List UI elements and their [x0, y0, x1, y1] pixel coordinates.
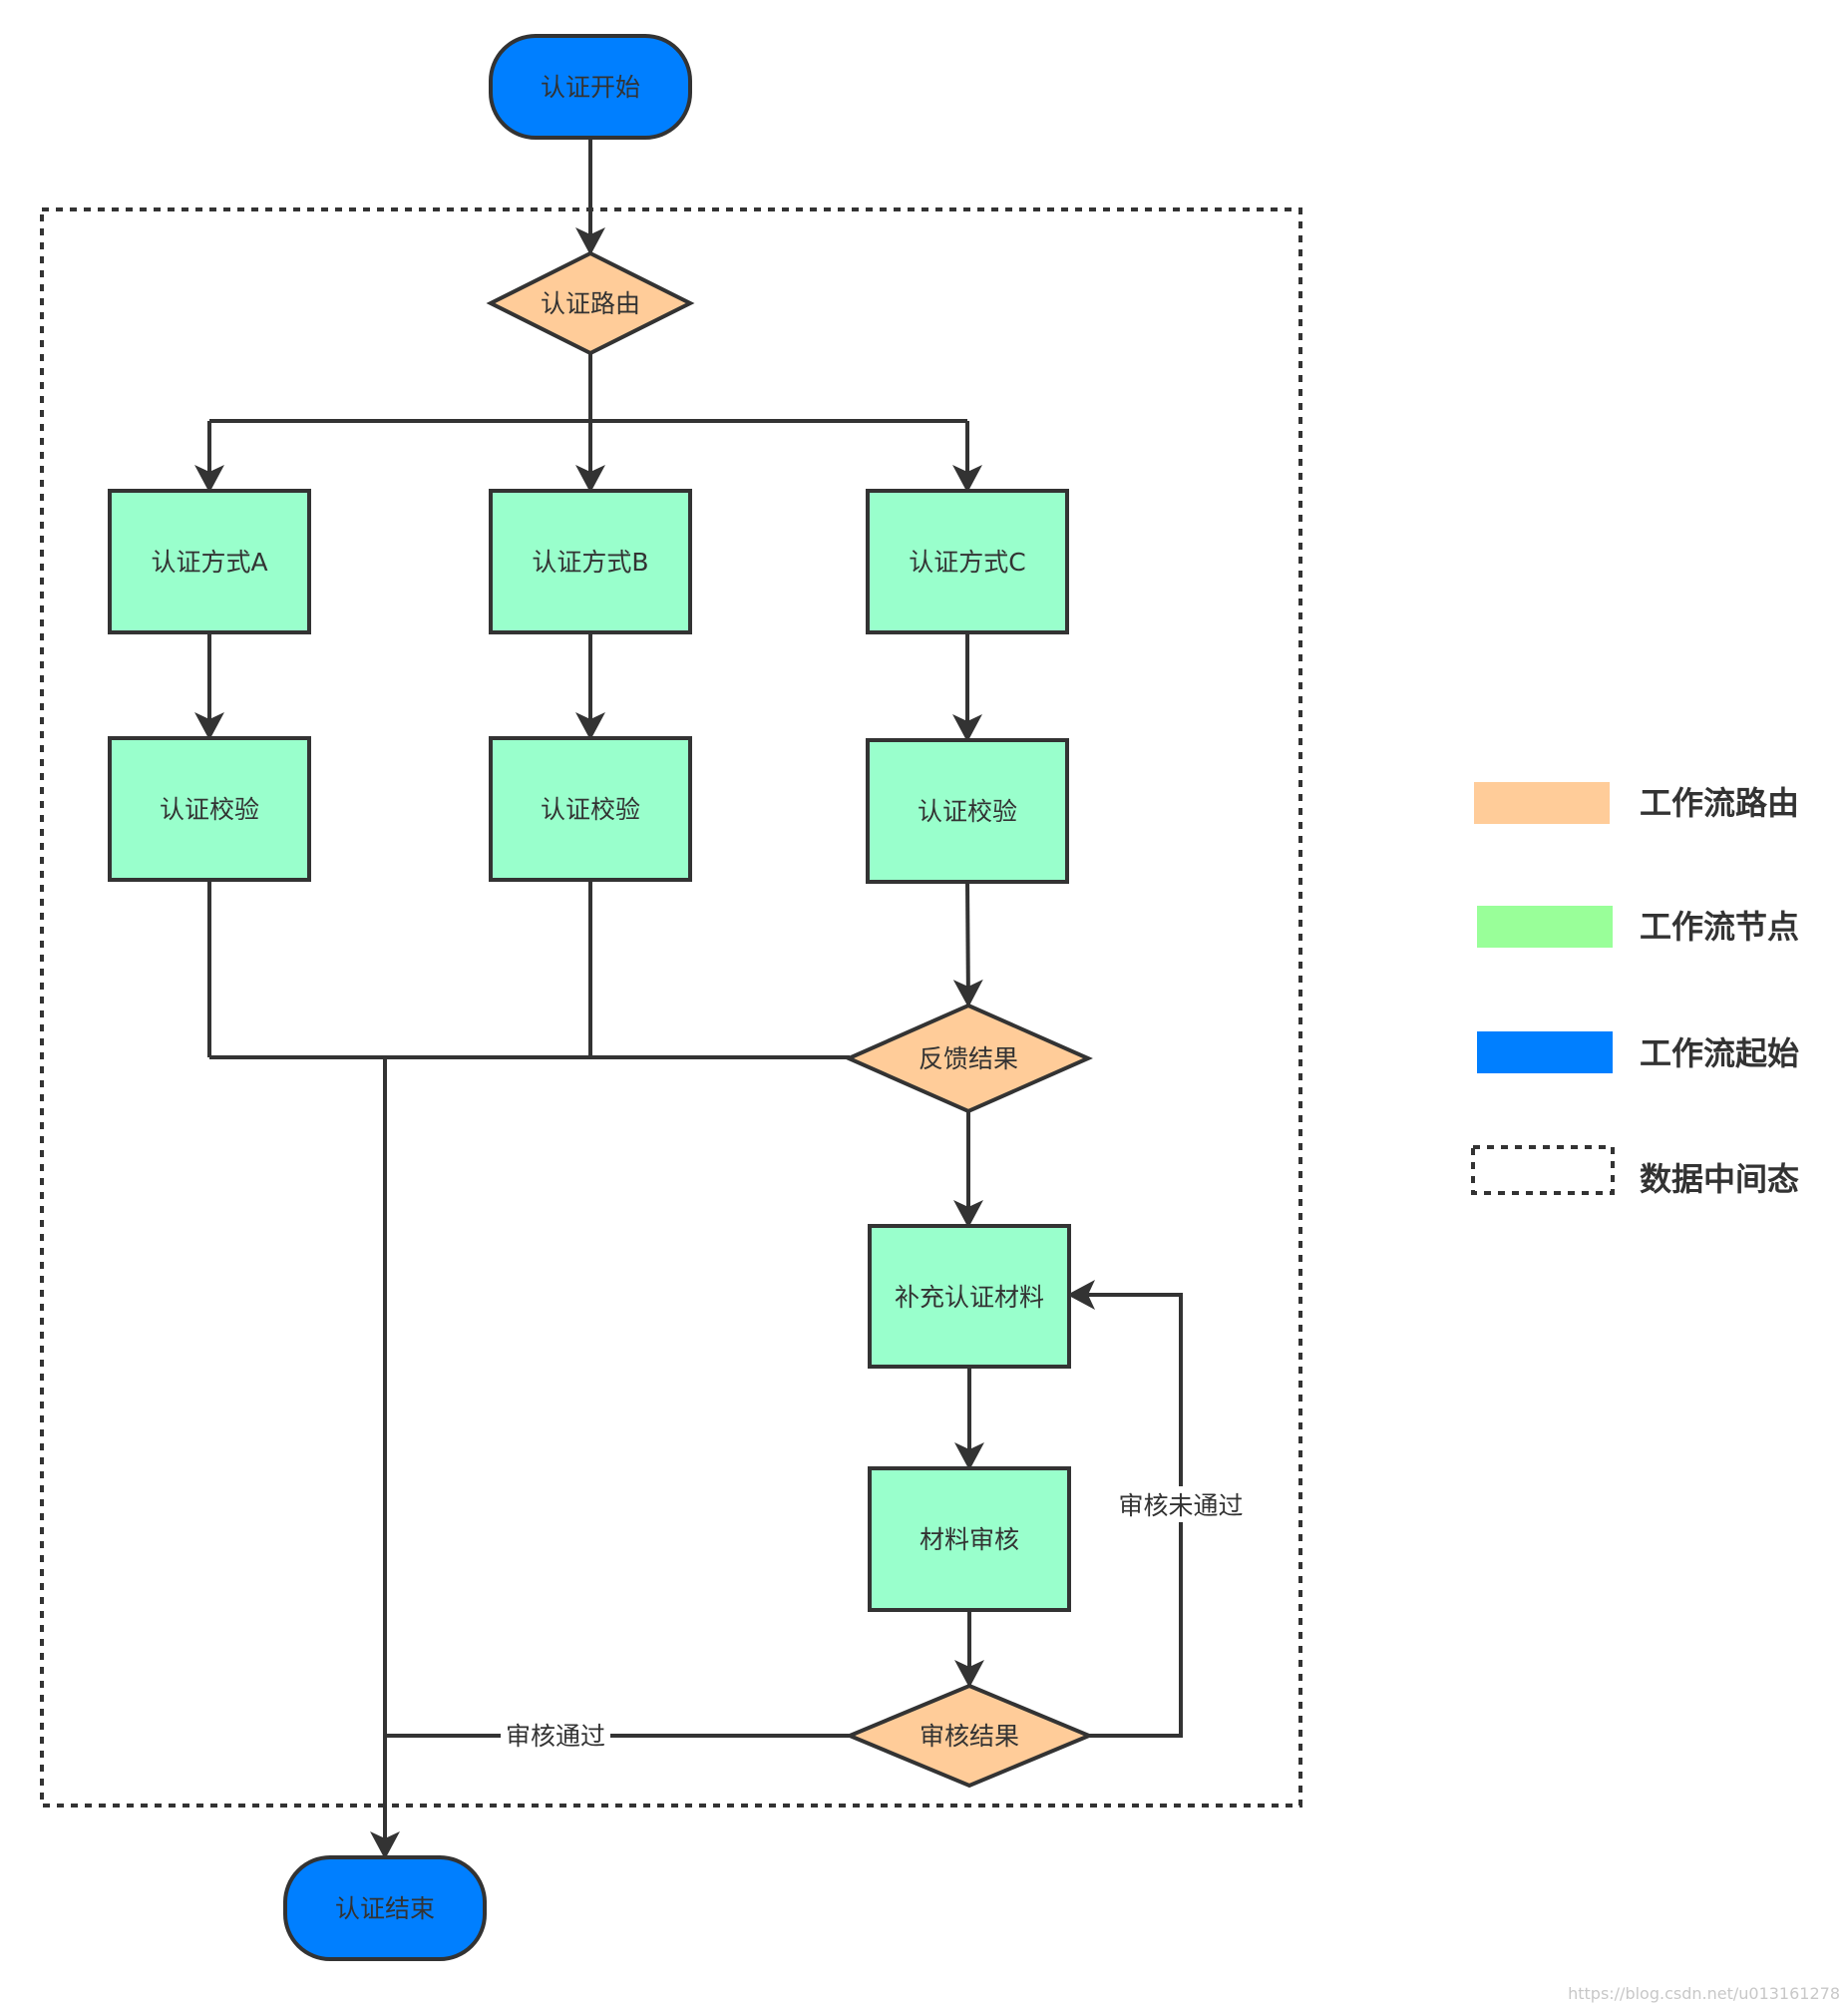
edge-verify-c-feedback — [952, 881, 983, 1007]
svg-text:材料审核: 材料审核 — [920, 1525, 1019, 1554]
svg-text:审核结果: 审核结果 — [920, 1722, 1019, 1751]
svg-text:认证方式C: 认证方式C — [909, 548, 1025, 577]
watermark: https://blog.csdn.net/u013161278 — [1568, 1984, 1840, 2003]
svg-text:认证校验: 认证校验 — [541, 795, 640, 824]
legend-label-node: 工作流节点 — [1640, 908, 1799, 946]
route-decision: 认证路由 — [486, 250, 695, 356]
verify-b-node: 认证校验 — [489, 736, 692, 882]
svg-text:反馈结果: 反馈结果 — [919, 1044, 1018, 1073]
review-node: 材料审核 — [868, 1466, 1071, 1612]
svg-text:认证校验: 认证校验 — [160, 795, 259, 824]
verify-a-node: 认证校验 — [108, 736, 311, 882]
svg-text:认证开始: 认证开始 — [541, 73, 640, 102]
legend-swatch-routing — [1474, 782, 1610, 824]
approved-label-bg — [501, 1718, 610, 1754]
rejected-label-bg — [1111, 1486, 1251, 1522]
svg-text:认证校验: 认证校验 — [918, 797, 1017, 826]
legend-swatch-node — [1477, 906, 1613, 948]
method-c-node: 认证方式C — [866, 489, 1069, 634]
svg-text:补充认证材料: 补充认证材料 — [895, 1283, 1044, 1312]
svg-text:认证结束: 认证结束 — [335, 1894, 435, 1923]
review-result-decision: 审核结果 — [844, 1683, 1095, 1789]
verify-c-node: 认证校验 — [866, 738, 1069, 884]
method-b-node: 认证方式B — [489, 489, 692, 634]
data-state-container — [40, 207, 1302, 1807]
legend-label-data-state: 数据中间态 — [1640, 1160, 1799, 1198]
legend-swatch-data-state — [1471, 1145, 1615, 1195]
svg-text:认证方式B: 认证方式B — [532, 548, 648, 577]
legend-swatch-start — [1477, 1031, 1613, 1073]
approved-label: 审核通过 — [506, 1722, 605, 1751]
start-node: 认证开始 — [489, 34, 692, 140]
method-a-node: 认证方式A — [108, 489, 311, 634]
rejected-label: 审核未通过 — [1118, 1491, 1243, 1520]
legend-label-start: 工作流起始 — [1640, 1034, 1799, 1072]
supplement-node: 补充认证材料 — [868, 1224, 1071, 1369]
svg-text:认证方式A: 认证方式A — [151, 548, 267, 577]
svg-text:认证路由: 认证路由 — [541, 289, 640, 318]
legend: 工作流路由 工作流节点 工作流起始 数据中间态 — [1471, 782, 1799, 1198]
legend-label-routing: 工作流路由 — [1640, 784, 1799, 822]
feedback-decision: 反馈结果 — [844, 1003, 1093, 1114]
end-node: 认证结束 — [283, 1855, 487, 1961]
